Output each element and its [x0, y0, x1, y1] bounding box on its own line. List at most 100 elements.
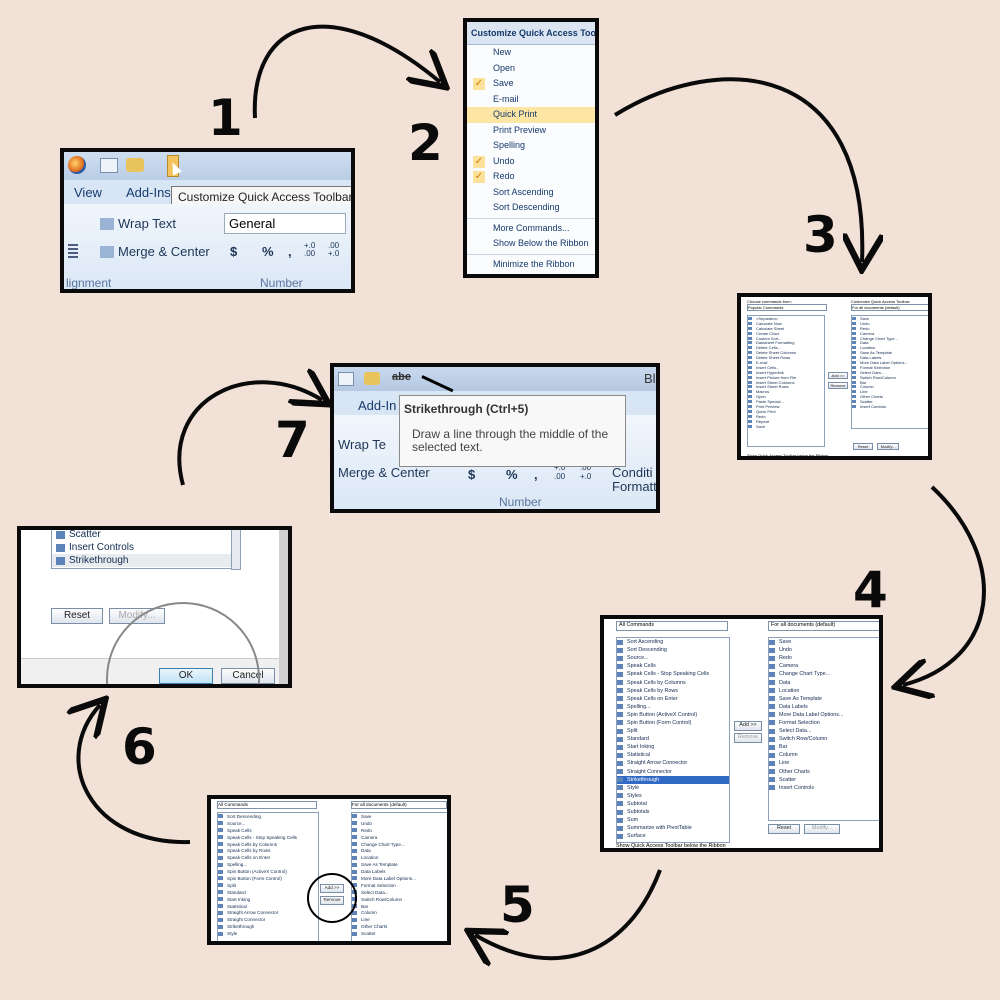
tab-add-ins[interactable]: Add-In [358, 398, 397, 413]
list-item[interactable]: Standard [617, 735, 729, 743]
list-scrollbar[interactable] [231, 530, 241, 570]
list-item[interactable]: Strikethrough [218, 923, 318, 930]
list-item[interactable]: Statistical [617, 751, 729, 759]
list-item[interactable]: Switch Row/Column [769, 735, 879, 743]
list-item[interactable]: Redo [852, 326, 928, 331]
spelling-icon[interactable] [364, 372, 380, 385]
choose-commands-select[interactable]: All Commands [616, 621, 728, 631]
list-item[interactable]: Sort Descending [617, 646, 729, 654]
currency-button[interactable]: $ [468, 467, 476, 482]
menu-item-show-below[interactable]: Show Below the Ribbon [467, 236, 595, 252]
list-item[interactable]: Speak Cells by Rows [218, 847, 318, 854]
list-item[interactable]: Create Chart [748, 331, 824, 336]
list-item[interactable]: Save [852, 316, 928, 321]
list-item[interactable]: Format Selection [769, 719, 879, 727]
list-item[interactable]: Select Data... [852, 370, 928, 375]
list-item[interactable]: Sum [617, 816, 729, 824]
list-item[interactable]: Straight Connector [218, 916, 318, 923]
list-item[interactable]: Insert Sheet Columns [748, 380, 824, 385]
list-item[interactable]: Line [352, 916, 447, 923]
list-item[interactable]: Redo [352, 827, 447, 834]
list-item[interactable]: Switch Row/Column [852, 375, 928, 380]
list-item[interactable]: Statistical [218, 903, 318, 910]
list-item[interactable]: Bar [852, 380, 928, 385]
list-item[interactable]: Other Charts [769, 768, 879, 776]
list-item[interactable]: Subtotals [617, 808, 729, 816]
increase-decimal-button[interactable]: +.0 .00 [304, 241, 316, 258]
list-item[interactable]: <Separator> [748, 316, 824, 321]
percent-button[interactable]: % [262, 244, 274, 259]
list-item[interactable]: Save [769, 638, 879, 646]
list-item[interactable]: E-mail [748, 360, 824, 365]
list-item[interactable]: Format Selection [352, 882, 447, 889]
customize-qat-select[interactable]: For all documents (default) [768, 621, 879, 631]
list-item[interactable]: Macros [748, 389, 824, 394]
list-item[interactable]: Camera [769, 662, 879, 670]
wrap-text-button[interactable]: Wrap Text [118, 216, 177, 231]
list-item[interactable]: Change Chart Type... [352, 841, 447, 848]
list-item[interactable]: Datasheet Formatting [748, 340, 824, 345]
list-item[interactable]: Save As Template [852, 350, 928, 355]
menu-item[interactable]: Quick Print [467, 107, 595, 123]
list-item[interactable]: Spin Button (Form Control) [617, 719, 729, 727]
list-item[interactable]: Save As Template [769, 695, 879, 703]
list-item[interactable]: Save [352, 813, 447, 820]
list-item[interactable]: Subtotal [617, 800, 729, 808]
list-item[interactable]: Repeat [748, 419, 824, 424]
menu-item[interactable]: New [467, 45, 595, 61]
list-item[interactable]: Strikethrough [52, 554, 232, 567]
decrease-decimal-button[interactable]: .00 +.0 [580, 463, 592, 481]
list-item[interactable]: Scatter [769, 776, 879, 784]
spelling-icon[interactable] [126, 158, 144, 172]
list-item[interactable]: Speak Cells on Enter [218, 854, 318, 861]
list-item[interactable]: Column [352, 909, 447, 916]
list-item[interactable]: Quick Print [748, 409, 824, 414]
list-item[interactable]: Summarize with PivotTable [617, 824, 729, 832]
office-button-icon[interactable] [68, 156, 86, 174]
list-item[interactable]: Speak Cells by Rows [617, 687, 729, 695]
currency-button[interactable]: $ [230, 244, 238, 259]
list-item[interactable]: Speak Cells [218, 827, 318, 834]
list-item[interactable]: Open [748, 394, 824, 399]
menu-item[interactable]: Spelling [467, 138, 595, 154]
list-item[interactable]: Speak Cells on Enter [617, 695, 729, 703]
list-item[interactable]: Camera [852, 331, 928, 336]
customize-qat-select[interactable]: For all documents (default) [851, 304, 928, 311]
choose-commands-select[interactable]: Popular Commands [747, 304, 827, 311]
list-item[interactable]: Data [769, 678, 879, 686]
menu-item[interactable]: ✓Save [467, 76, 595, 92]
list-item[interactable]: Bar [352, 903, 447, 910]
list-item[interactable]: Select Data... [769, 727, 879, 735]
merge-center-button[interactable]: Merge & Center [338, 465, 430, 480]
list-item[interactable]: Location [852, 345, 928, 350]
increase-decimal-button[interactable]: +.0 .00 [554, 463, 566, 481]
list-item[interactable]: Paste Special... [748, 399, 824, 404]
list-item[interactable]: More Data Label Options... [352, 875, 447, 882]
list-item[interactable]: Calculate Now [748, 321, 824, 326]
list-item[interactable]: Line [852, 389, 928, 394]
list-item[interactable]: Strikethrough [617, 775, 729, 784]
list-item[interactable]: Change Chart Type... [769, 670, 879, 678]
list-item[interactable]: Data [352, 847, 447, 854]
menu-item[interactable]: Sort Descending [467, 200, 595, 216]
menu-item[interactable]: E-mail [467, 92, 595, 108]
list-item[interactable]: Straight Connector [617, 768, 729, 776]
list-item[interactable]: Sort Descending [218, 813, 318, 820]
list-item[interactable]: Style [617, 784, 729, 792]
list-item[interactable]: Column [769, 751, 879, 759]
list-item[interactable]: Straight Arrow Connector [617, 759, 729, 767]
choose-commands-select[interactable]: All Commands [217, 801, 317, 809]
remove-button[interactable]: Remove [828, 382, 848, 389]
list-item[interactable]: Insert Picture from File [748, 375, 824, 380]
tab-view[interactable]: View [74, 185, 102, 200]
modify-button[interactable]: Modify... [877, 443, 899, 450]
quick-print-icon[interactable] [338, 372, 354, 386]
list-item[interactable]: Data Labels [769, 703, 879, 711]
list-item[interactable]: Insert Cells... [748, 365, 824, 370]
show-below-checkbox[interactable]: Show Quick Access Toolbar below the Ribb… [747, 453, 829, 458]
list-item[interactable]: Custom Sort... [748, 336, 824, 341]
percent-button[interactable]: % [506, 467, 518, 482]
list-item[interactable]: Spin Button (Form Control) [218, 875, 318, 882]
